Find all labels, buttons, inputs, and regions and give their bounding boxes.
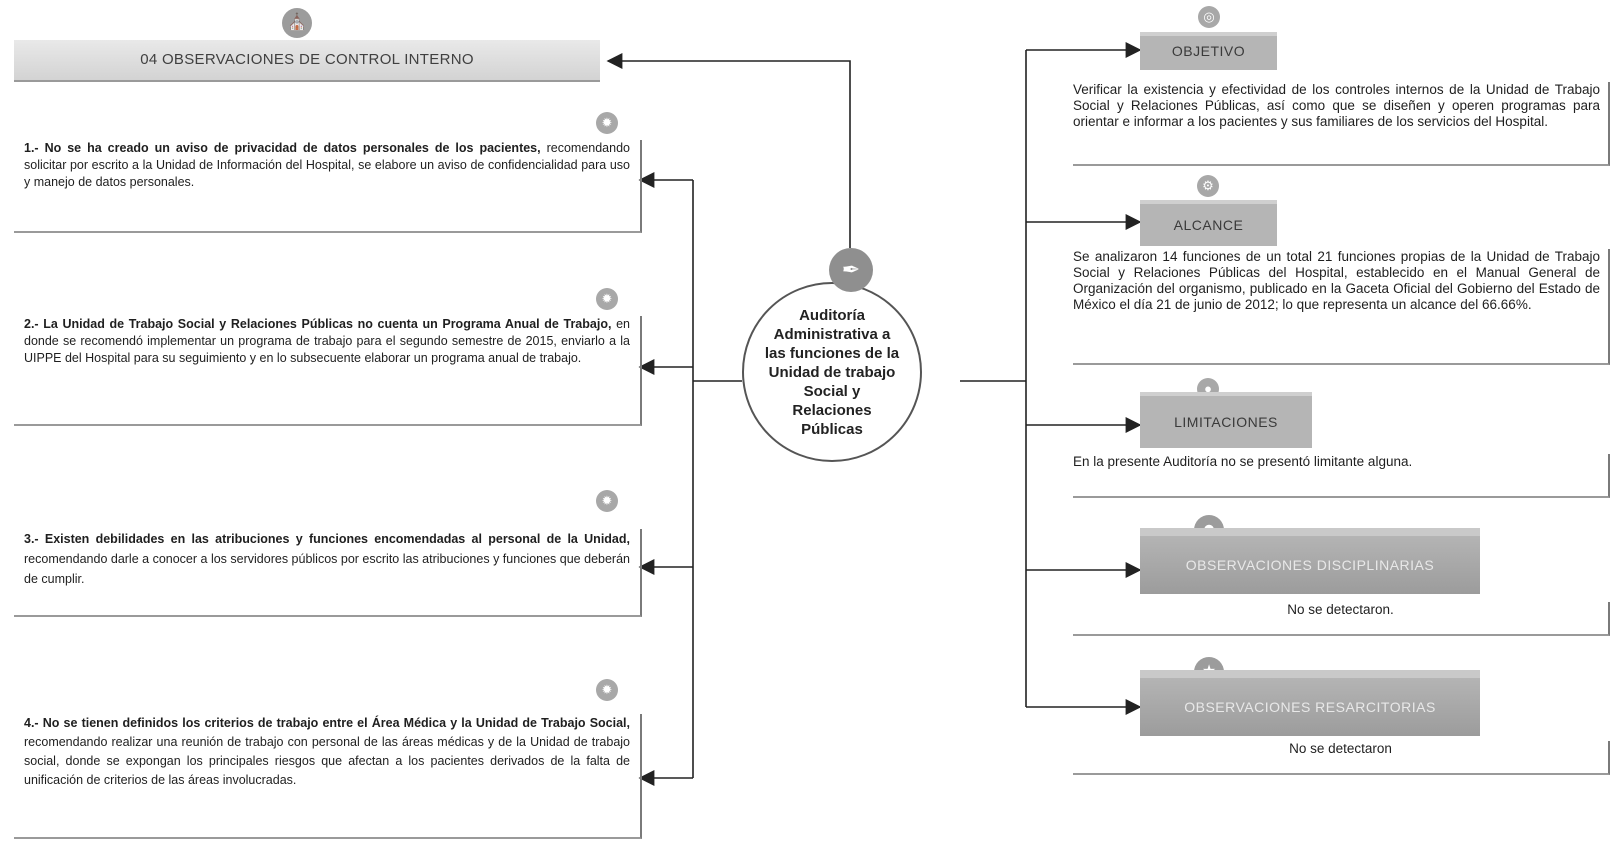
limitaciones-tab: LIMITACIONES (1140, 392, 1312, 448)
observation-3-text: recomendando darle a conocer a los servi… (24, 552, 630, 586)
limitaciones-text: En la presente Auditoría no se presentó … (1073, 454, 1413, 469)
control-interno-header: 04 OBSERVACIONES DE CONTROL INTERNO (14, 40, 600, 82)
resarcitorias-tab: OBSERVACIONES RESARCITORIAS (1140, 670, 1480, 736)
gear-icon: ✹ (596, 112, 618, 134)
resarcitorias-text: No se detectaron (1289, 741, 1392, 756)
observation-1: 1.- No se ha creado un aviso de privacid… (14, 140, 642, 233)
alcance-label: ALCANCE (1173, 217, 1244, 233)
gear-icon: ✹ (596, 490, 618, 512)
observation-3-title: 3.- Existen debilidades en las atribucio… (24, 532, 630, 546)
observation-4-text: recomendando realizar una reunión de tra… (24, 735, 630, 787)
observation-2-title: 2.- La Unidad de Trabajo Social y Relaci… (24, 317, 612, 331)
objetivo-box: Verificar la existencia y efectividad de… (1073, 82, 1610, 166)
resarcitorias-box: No se detectaron (1073, 741, 1610, 775)
gear-icon: ✹ (596, 679, 618, 701)
observation-4: 4.- No se tienen definidos los criterios… (14, 714, 642, 839)
objetivo-label: OBJETIVO (1171, 43, 1246, 59)
objetivo-text: Verificar la existencia y efectividad de… (1073, 82, 1600, 129)
control-interno-header-label: 04 OBSERVACIONES DE CONTROL INTERNO (140, 51, 474, 68)
pen-icon: ✒ (829, 248, 873, 292)
observation-3: 3.- Existen debilidades en las atribucio… (14, 529, 642, 617)
target-icon: ◎ (1198, 6, 1220, 28)
building-icon: ⛪ (282, 8, 312, 38)
resarcitorias-label: OBSERVACIONES RESARCITORIAS (1184, 699, 1436, 715)
limitaciones-label: LIMITACIONES (1174, 414, 1278, 430)
observation-1-title: 1.- No se ha creado un aviso de privacid… (24, 141, 541, 155)
disciplinarias-label: OBSERVACIONES DISCIPLINARIAS (1185, 557, 1435, 573)
objetivo-tab: OBJETIVO (1140, 32, 1277, 70)
center-node: Auditoría Administrativa a las funciones… (742, 282, 922, 462)
limitaciones-box: En la presente Auditoría no se presentó … (1073, 454, 1610, 498)
center-title: Auditoría Administrativa a las funciones… (764, 306, 900, 438)
disciplinarias-tab: OBSERVACIONES DISCIPLINARIAS (1140, 528, 1480, 594)
observation-4-title: 4.- No se tienen definidos los criterios… (24, 716, 630, 730)
observation-1-text: recomendando solicitar por escrito a la … (24, 141, 630, 189)
disciplinarias-box: No se detectaron. (1073, 602, 1610, 636)
alcance-box: Se analizaron 14 funciones de un total 2… (1073, 249, 1610, 365)
alcance-text: Se analizaron 14 funciones de un total 2… (1073, 249, 1600, 312)
observation-2-text: en donde se recomendó implementar un pro… (24, 317, 630, 365)
observation-2: 2.- La Unidad de Trabajo Social y Relaci… (14, 316, 642, 426)
gear-icon: ✹ (596, 288, 618, 310)
alcance-tab: ALCANCE (1140, 200, 1277, 246)
disciplinarias-text: No se detectaron. (1287, 602, 1394, 617)
gears-icon: ⚙ (1197, 175, 1219, 197)
